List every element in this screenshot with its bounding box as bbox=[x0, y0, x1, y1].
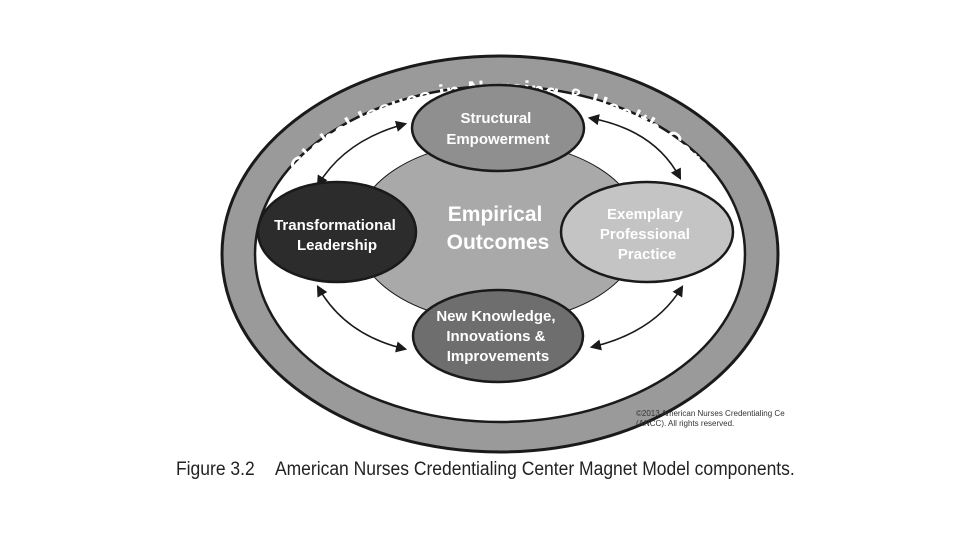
node-structural-empowerment bbox=[410, 83, 586, 173]
center-label-line2: Outcomes bbox=[447, 231, 550, 254]
copyright-line1: ©2013 American Nurses Credentialing Ce bbox=[636, 409, 785, 418]
node-new-knowledge-label: New Knowledge, Innovations & Improvement… bbox=[436, 308, 559, 365]
node-structural-empowerment-label: Structural Empowerment bbox=[446, 110, 549, 148]
node-exemplary-professional-practice bbox=[559, 180, 735, 284]
arrow-left-bottom bbox=[316, 285, 408, 353]
copyright-notice: ©2013 American Nurses Credentialing Ce (… bbox=[636, 409, 816, 429]
figure-number: Figure 3.2 bbox=[176, 459, 255, 480]
arrow-top-right bbox=[587, 114, 682, 180]
copyright-line2: (ANCC). All rights reserved. bbox=[636, 419, 735, 428]
node-new-knowledge bbox=[411, 288, 585, 384]
node-transformational-leadership-label: Transformational Leadership bbox=[274, 217, 400, 254]
figure-caption-text: American Nurses Credentialing Center Mag… bbox=[274, 459, 795, 480]
figure-caption: Figure 3.2 American Nurses Credentialing … bbox=[176, 459, 795, 481]
center-label: Empirical Outcomes bbox=[447, 203, 550, 254]
node-exemplary-professional-practice-label: Exemplary Professional Practice bbox=[600, 206, 694, 263]
node-transformational-leadership bbox=[256, 180, 418, 284]
arrow-bottom-right bbox=[589, 285, 684, 351]
center-label-line1: Empirical bbox=[448, 203, 543, 226]
arrow-left-top bbox=[316, 120, 408, 187]
